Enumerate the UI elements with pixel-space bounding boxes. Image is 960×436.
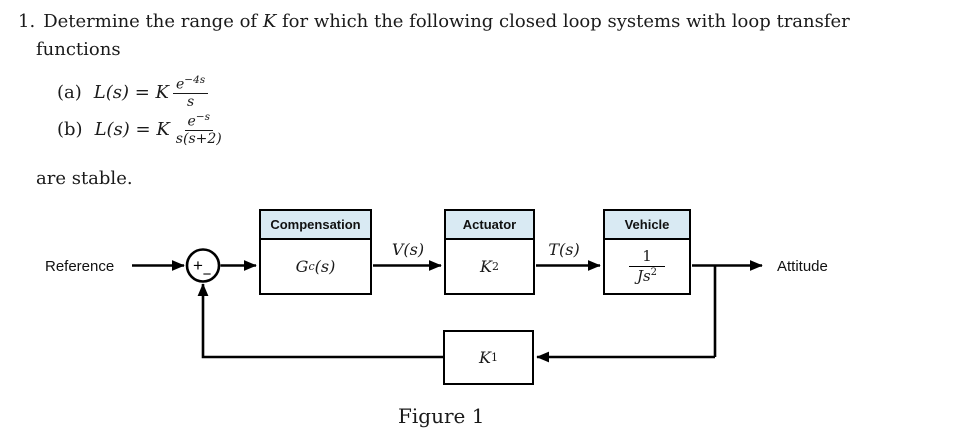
- vehicle-frac-numerator: 1: [629, 247, 665, 267]
- gc-subscript: c: [308, 260, 315, 273]
- problem-line-1: 1. Determine the range of K for which the…: [18, 11, 850, 32]
- item-b-fraction: e−s s(s+2): [174, 111, 224, 148]
- k2-base: K: [480, 257, 492, 276]
- statement-math-k: K: [262, 11, 277, 32]
- k1-subscript: 1: [490, 351, 498, 364]
- sum-plus-sign: +: [193, 256, 203, 275]
- figure-caption: Figure 1: [398, 404, 485, 428]
- reference-label: Reference: [45, 258, 115, 275]
- item-a-label: (a): [57, 82, 82, 104]
- compensation-block-header: Compensation: [261, 211, 370, 240]
- vehicle-den-exponent: 2: [650, 267, 658, 278]
- attitude-label: Attitude: [777, 258, 828, 275]
- vehicle-frac-denominator: Js2: [637, 267, 657, 286]
- problem-closing: are stable.: [36, 168, 133, 189]
- summing-junction: [185, 248, 221, 283]
- item-a-num-exponent: −4s: [184, 74, 206, 86]
- actuator-block-header: Actuator: [446, 211, 533, 240]
- vehicle-block-header: Vehicle: [605, 211, 689, 240]
- k2-subscript: 2: [491, 260, 499, 273]
- item-a-numerator: e−4s: [173, 74, 209, 95]
- statement-part2: for which the following closed loop syst…: [282, 11, 850, 32]
- vehicle-block: Vehicle 1 Js2: [603, 209, 691, 295]
- problem-line-2: functions: [36, 39, 121, 60]
- vehicle-fraction: 1 Js2: [629, 247, 665, 286]
- item-b-num-exponent: −s: [195, 111, 210, 123]
- vehicle-block-math: 1 Js2: [605, 240, 689, 293]
- signal-label-v: V(s): [391, 240, 425, 259]
- gc-argument: (s): [314, 257, 336, 276]
- gc-base: G: [295, 257, 309, 276]
- signal-label-t: T(s): [548, 240, 580, 259]
- item-a-num-base: e: [176, 76, 185, 93]
- vehicle-den-base: Js: [636, 267, 651, 285]
- item-a-denominator: s: [186, 94, 195, 111]
- item-b-num-base: e: [187, 113, 196, 130]
- item-a-fraction: e−4s s: [173, 74, 209, 111]
- formula-item-b: (b) L(s) = K e−s s(s+2): [57, 111, 224, 148]
- k1-base: K: [479, 348, 491, 367]
- item-b-lhs: L(s) = K: [94, 119, 170, 141]
- problem-number: 1.: [18, 11, 36, 32]
- sum-minus-sign: −: [203, 266, 212, 283]
- item-a-lhs: L(s) = K: [93, 82, 169, 104]
- item-b-label: (b): [57, 119, 83, 141]
- formula-item-a: (a) L(s) = K e−4s s: [57, 74, 209, 111]
- line-k1-to-sum: [197, 283, 443, 359]
- statement-part1: Determine the range of: [43, 11, 258, 32]
- item-b-denominator: s(s+2): [175, 131, 222, 148]
- item-b-numerator: e−s: [184, 111, 213, 132]
